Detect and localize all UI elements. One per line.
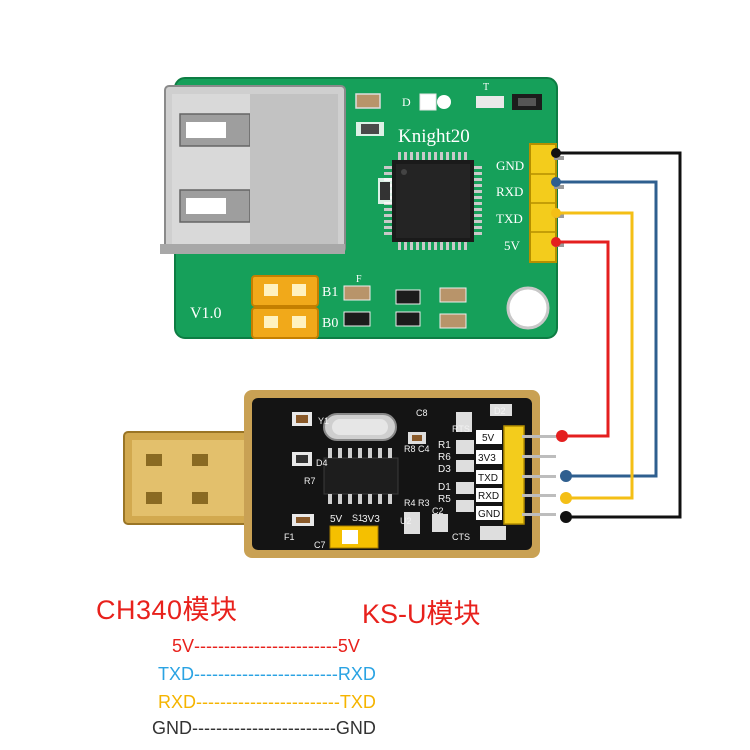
wire-rxd <box>556 180 658 478</box>
jumper-label-b0: B0 <box>322 316 338 331</box>
ch340-chip <box>323 448 399 504</box>
mark-f: F <box>356 274 362 285</box>
label-u2: U2 <box>400 516 412 526</box>
microcontroller-chip <box>384 152 482 250</box>
mapping-row-5v: 5V------------------------5V <box>172 636 360 657</box>
ch340-pin-label-rxd: RXD <box>478 491 499 502</box>
label-cts: CTS <box>452 532 470 542</box>
label-d1: D1 <box>438 482 451 493</box>
label-f1: F1 <box>284 532 295 542</box>
ch340-smd-parts <box>292 404 512 540</box>
ks-u-module-title: KS-U模块 <box>362 599 481 629</box>
mapping-right: GND <box>335 718 376 738</box>
ch340-pin-label-gnd: GND <box>478 509 500 520</box>
label-d3: D3 <box>438 464 451 475</box>
label-rts: RTS <box>452 424 470 434</box>
label-d2: D2 <box>494 406 506 416</box>
label-c4: C4 <box>418 444 430 454</box>
ks-pin-label-5v: 5V <box>504 238 521 253</box>
label-c8: C8 <box>416 408 428 418</box>
label-y1: Y1 <box>318 416 329 426</box>
mapping-left: 5V <box>172 636 195 656</box>
wire-gnd <box>556 151 682 519</box>
mapping-row-rxd: RXD------------------------TXD <box>158 692 376 713</box>
ch340-module-title: CH340模块 <box>96 595 238 625</box>
wire-txd <box>556 211 634 500</box>
ch340-pin-label-5v: 5V <box>482 433 495 444</box>
mapping-left: TXD <box>158 664 194 684</box>
mapping-dashes: ------------------------ <box>192 718 336 738</box>
mapping-dashes: ------------------------ <box>196 692 340 712</box>
ks-pin-label-txd: TXD <box>496 211 523 226</box>
boot-jumpers <box>251 275 319 339</box>
label-r3: R3 <box>418 498 430 508</box>
switch-label-3v3: 3V3 <box>362 514 380 525</box>
label-s1: S1 <box>352 513 363 523</box>
mapping-right: RXD <box>337 664 376 684</box>
mapping-dashes: ------------------------ <box>194 636 338 656</box>
board-version: V1.0 <box>190 305 222 322</box>
label-r5: R5 <box>438 494 451 505</box>
label-r1: R1 <box>438 440 451 451</box>
wire-5v <box>556 240 610 438</box>
ks-u-board: Knight20 V1.0 B1 B0 D T F GND RXD TXD 5V <box>160 77 564 339</box>
label-r6: R6 <box>438 452 451 463</box>
jumper-wires <box>551 148 682 523</box>
mapping-right: 5V <box>337 636 360 656</box>
usb-a-receptacle <box>160 85 346 254</box>
jumper-label-b1: B1 <box>322 285 338 300</box>
mounting-hole <box>506 286 550 330</box>
ch340-pin-header <box>503 425 556 525</box>
mapping-row-gnd: GND------------------------GND <box>152 718 376 739</box>
mapping-row-txd: TXD------------------------RXD <box>158 664 376 685</box>
ch340-pin-label-txd: TXD <box>478 473 498 484</box>
label-r8: R8 <box>404 444 416 454</box>
ch340-pin-label-3v3: 3V3 <box>478 453 496 464</box>
label-c7: C7 <box>314 540 326 550</box>
label-d4: D4 <box>316 458 328 468</box>
ch340-pin-labels: 5V 3V3 TXD RXD GND <box>476 430 502 520</box>
label-r4: R4 <box>404 498 416 508</box>
ch340-board: R1 R6 D3 D1 R5 R8 C4 R4 R3 D2 C8 Y1 U2 C… <box>123 390 556 558</box>
mark-t: T <box>483 82 489 93</box>
mapping-right: TXD <box>339 692 376 712</box>
mapping-left: RXD <box>158 692 197 712</box>
ks-pin-label-gnd: GND <box>496 158 524 173</box>
switch-label-5v: 5V <box>330 514 343 525</box>
ks-pin-label-rxd: RXD <box>496 184 523 199</box>
mapping-dashes: ------------------------ <box>194 664 338 684</box>
board-name: Knight20 <box>398 126 470 147</box>
label-r7: R7 <box>304 476 316 486</box>
label-c2: C2 <box>432 506 444 516</box>
mapping-left: GND <box>152 718 192 738</box>
mark-d: D <box>402 95 411 109</box>
ks-smd-parts <box>343 93 542 329</box>
